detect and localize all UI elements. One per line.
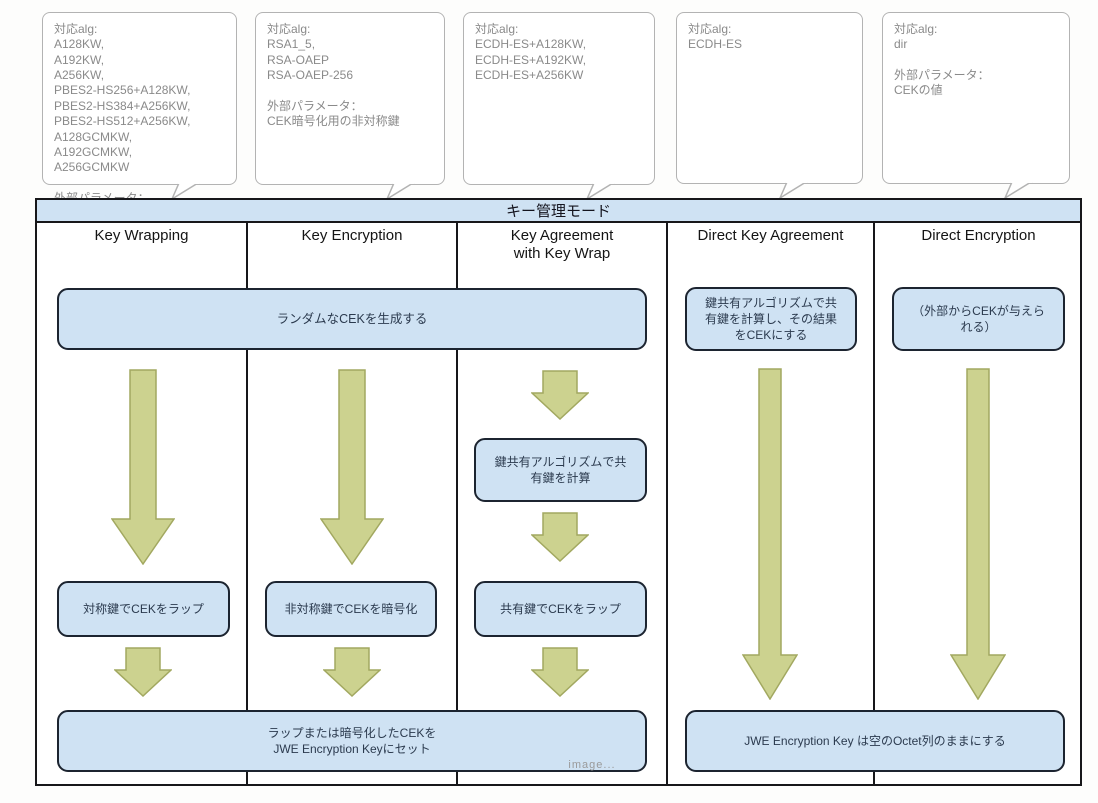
callout-text: 対応alg: A128KW, A192KW, A256KW, PBES2-HS2…: [54, 22, 191, 220]
callout-key-wrapping-algs: 対応alg: A128KW, A192KW, A256KW, PBES2-HS2…: [42, 12, 237, 220]
column-header-key-agreement-wrap: Key Agreement with Key Wrap: [510, 227, 614, 262]
column-header-key-wrapping: Key Wrapping: [94, 227, 189, 244]
callout-key-encryption-algs: 対応alg: RSA1_5, RSA-OAEP RSA-OAEP-256 外部パ…: [255, 12, 445, 185]
column-divider: [246, 223, 248, 784]
callout-tail-icon: [778, 180, 809, 200]
flow-box-wrap-cek-symmetric: 対称鍵でCEKをラップ: [57, 581, 230, 637]
column-header-direct-key-agreement: Direct Key Agreement: [697, 227, 844, 244]
callout-text: 対応alg: RSA1_5, RSA-OAEP RSA-OAEP-256 外部パ…: [267, 22, 400, 129]
key-management-table: キー管理モード Key Wrapping Key Encryption Key …: [35, 198, 1082, 786]
footer-watermark: image...: [568, 759, 616, 771]
column-header-key-encryption: Key Encryption: [301, 227, 403, 244]
flow-box-set-jwe-encryption-key: ラップまたは暗号化したCEKを JWE Encryption Keyにセット: [57, 710, 647, 772]
callout-tail-icon: [385, 181, 416, 201]
flow-box-generate-random-cek: ランダムなCEKを生成する: [57, 288, 647, 350]
callout-tail-icon: [585, 181, 616, 201]
arrow-down-icon: [320, 369, 384, 565]
flow-box-wrap-cek-shared: 共有鍵でCEKをラップ: [474, 581, 647, 637]
callout-text: 対応alg: dir 外部パラメータ： CEKの値: [894, 22, 990, 98]
arrow-down-icon: [950, 368, 1006, 700]
callout-direct-encryption-algs: 対応alg: dir 外部パラメータ： CEKの値: [882, 12, 1070, 184]
arrow-down-icon: [742, 368, 798, 700]
flow-box-empty-octet-string: JWE Encryption Key は空のOctet列のままにする: [685, 710, 1065, 772]
arrow-down-icon: [111, 369, 175, 565]
column-divider: [666, 223, 668, 784]
arrow-down-icon: [531, 512, 589, 562]
callout-key-agreement-wrap-algs: 対応alg: ECDH-ES+A128KW, ECDH-ES+A192KW, E…: [463, 12, 655, 185]
callout-direct-key-agreement-algs: 対応alg: ECDH-ES: [676, 12, 863, 184]
arrow-down-icon: [531, 647, 589, 697]
arrow-down-icon: [531, 370, 589, 420]
flow-box-cek-given-externally: （外部からCEKが与えられる）: [892, 287, 1065, 351]
callout-tail-icon: [170, 181, 201, 201]
column-divider: [873, 223, 875, 784]
table-title-bar: キー管理モード: [37, 200, 1080, 223]
callout-text: 対応alg: ECDH-ES+A128KW, ECDH-ES+A192KW, E…: [475, 22, 587, 83]
flow-box-direct-key-agreement: 鍵共有アルゴリズムで共有鍵を計算し、その結果をCEKにする: [685, 287, 857, 351]
callout-text: 対応alg: ECDH-ES: [688, 22, 743, 52]
flow-box-compute-shared-key: 鍵共有アルゴリズムで共有鍵を計算: [474, 438, 647, 502]
flow-box-encrypt-cek-asymmetric: 非対称鍵でCEKを暗号化: [265, 581, 437, 637]
arrow-down-icon: [323, 647, 381, 697]
arrow-down-icon: [114, 647, 172, 697]
column-divider: [456, 223, 458, 784]
callout-tail-icon: [1003, 180, 1034, 200]
column-header-direct-encryption: Direct Encryption: [921, 227, 1036, 244]
